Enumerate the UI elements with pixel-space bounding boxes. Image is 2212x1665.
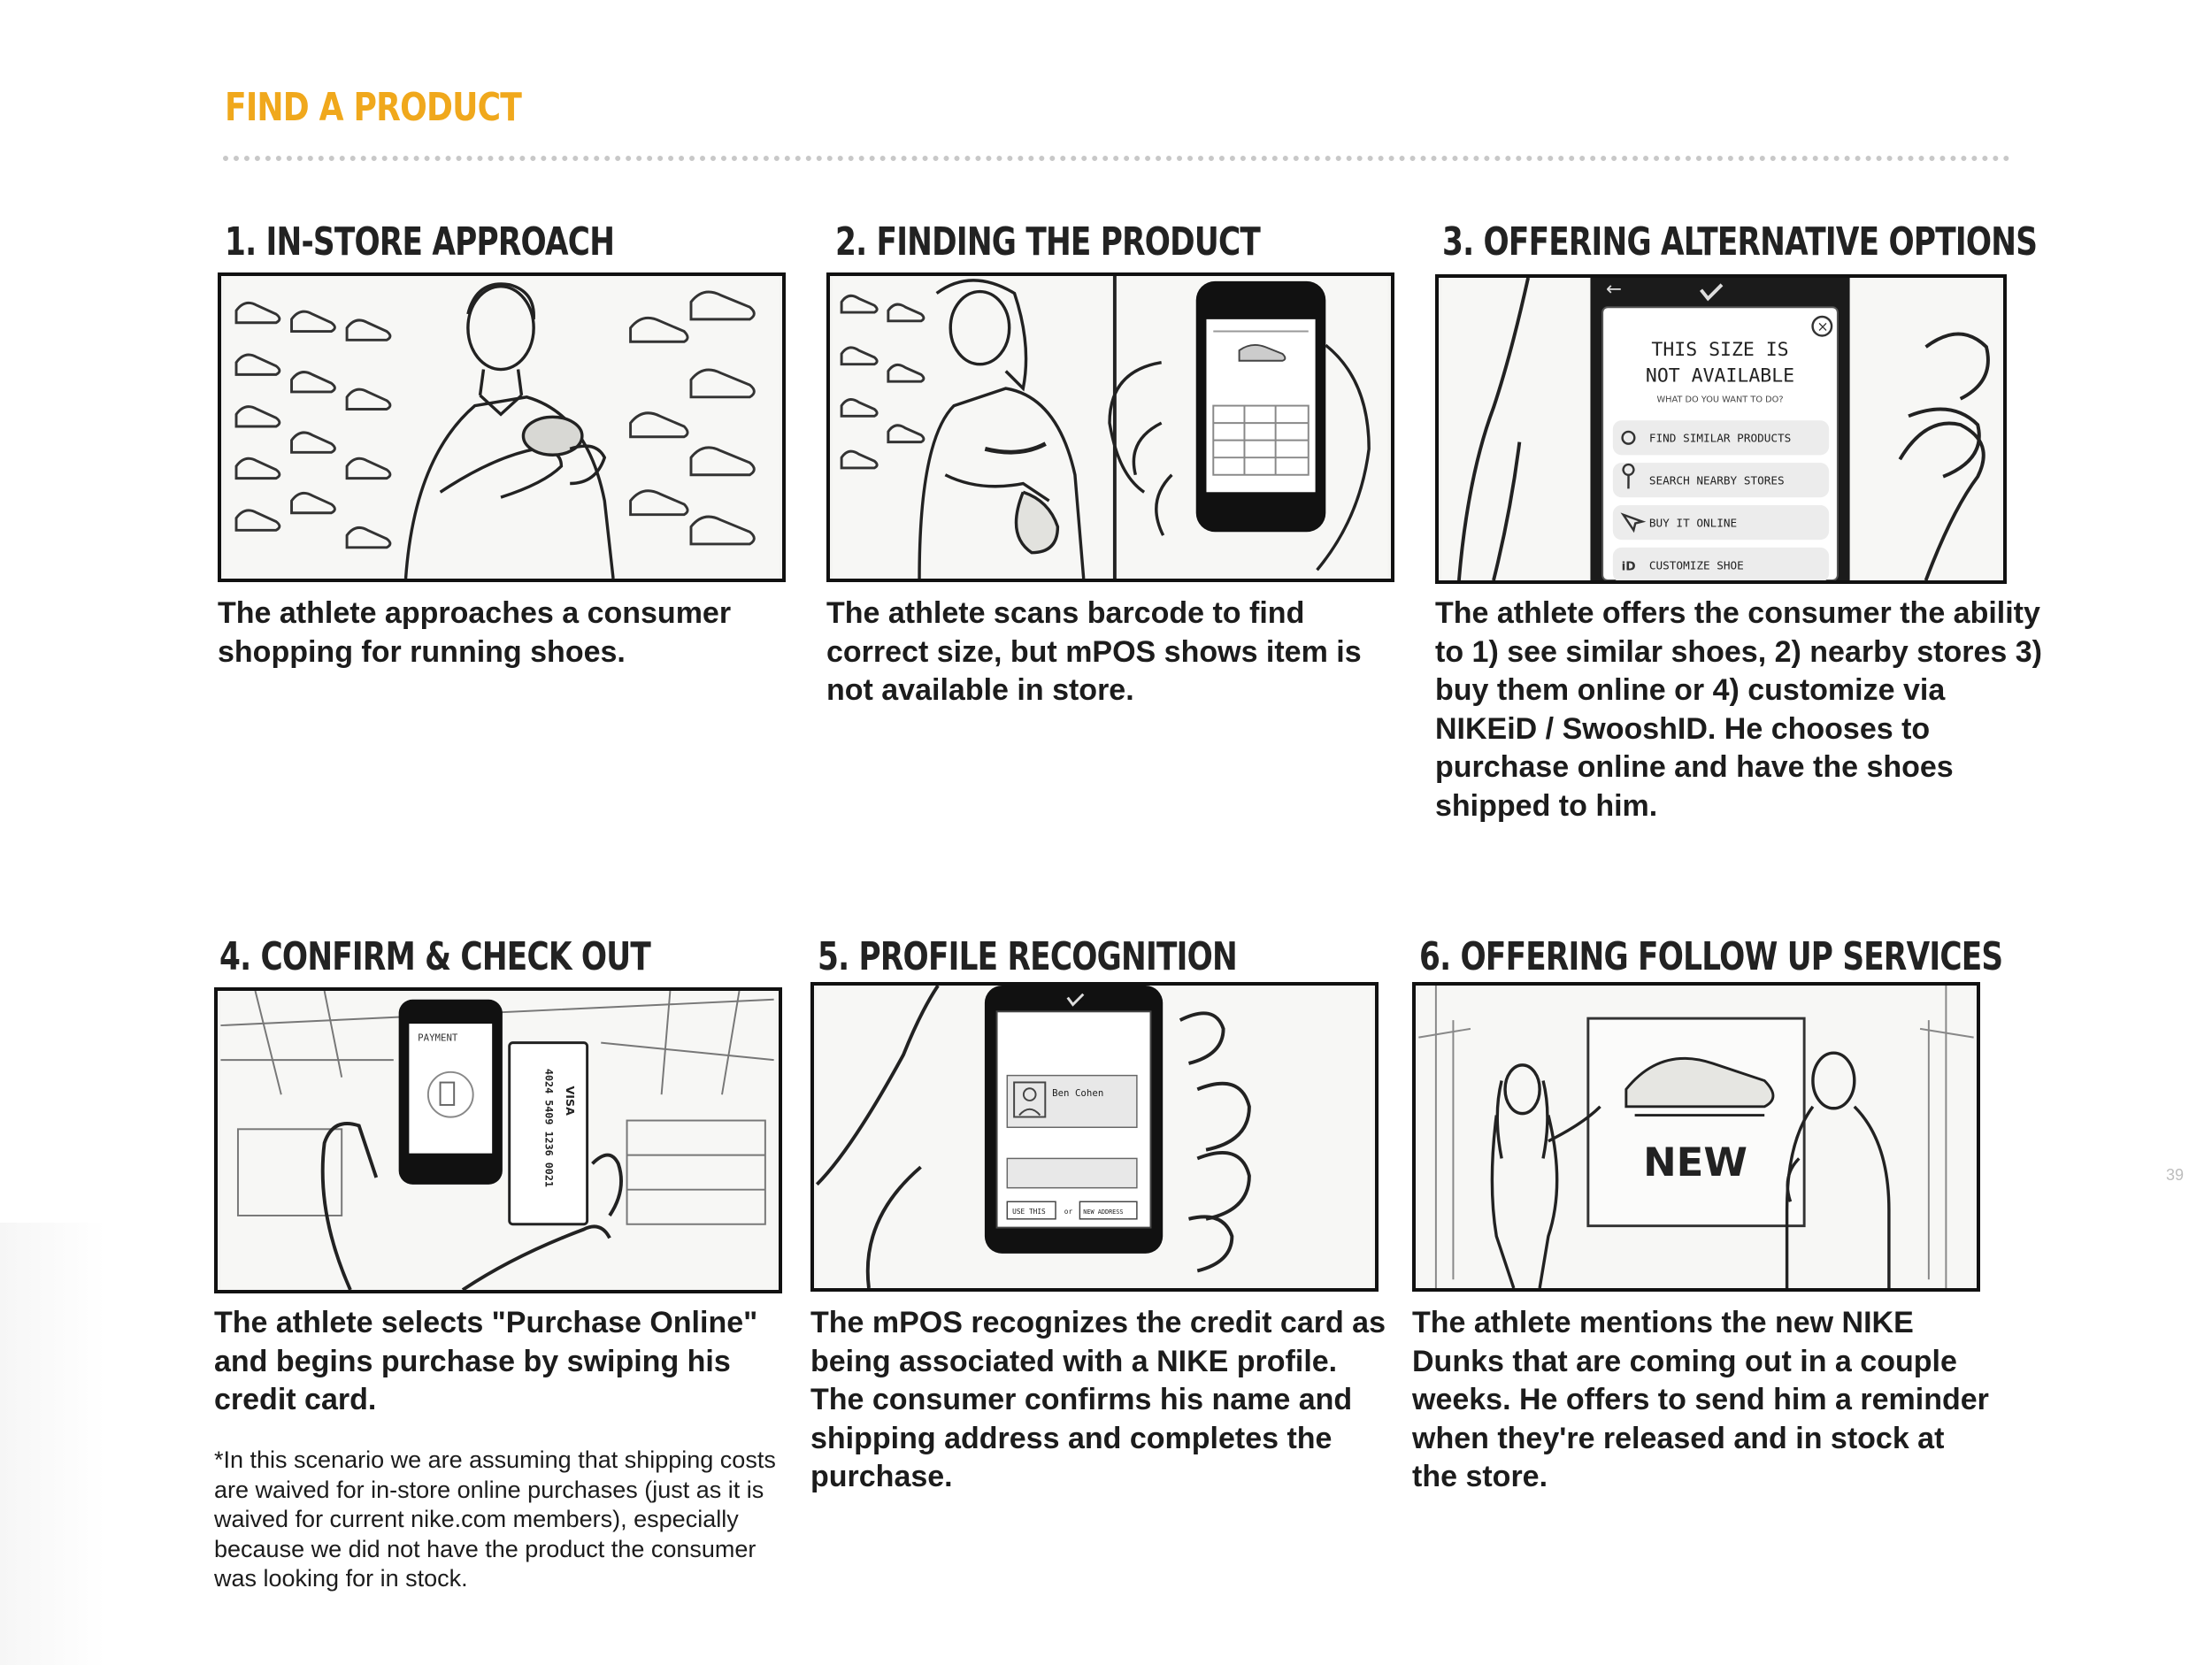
option-customize[interactable]: iD CUSTOMIZE SHOE: [1612, 547, 1830, 580]
panel-3-title: 3. OFFERING ALTERNATIVE OPTIONS: [1442, 219, 2038, 265]
svg-text:NEW ADDRESS: NEW ADDRESS: [1083, 1208, 1123, 1216]
in-store-approach-illustration: [224, 276, 780, 579]
search-icon: [1621, 430, 1636, 445]
card-brand: VISA: [564, 1086, 577, 1116]
unavailable-heading-1: THIS SIZE IS: [1651, 339, 1788, 361]
svg-text:FIND SIMILAR PRODUCTS: FIND SIMILAR PRODUCTS: [1649, 432, 1791, 445]
panel-1-sketch: [218, 272, 786, 582]
use-this-button[interactable]: USE THIS: [1006, 1201, 1056, 1220]
new-address-button[interactable]: NEW ADDRESS: [1079, 1201, 1138, 1220]
id-icon: iD: [1622, 559, 1636, 573]
svg-text:×: ×: [1816, 318, 1828, 335]
svg-text:USE THIS: USE THIS: [1012, 1208, 1046, 1216]
title-divider: [223, 156, 2010, 161]
panel-4-sketch: VISA 4024 5409 1236 0021 PAYMENT: [214, 987, 782, 1293]
svg-text:←: ←: [1606, 279, 1622, 301]
panel-4-caption: The athlete selects "Purchase Online" an…: [214, 1306, 758, 1416]
svg-text:SEARCH NEARBY STORES: SEARCH NEARBY STORES: [1649, 474, 1785, 487]
option-buy-online[interactable]: BUY IT ONLINE: [1612, 504, 1830, 541]
option-find-similar[interactable]: FIND SIMILAR PRODUCTS: [1612, 420, 1830, 456]
location-pin-icon: [1622, 463, 1635, 489]
panel-4-title: 4. CONFIRM & CHECK OUT: [219, 934, 651, 979]
panel-1-title: 1. IN-STORE APPROACH: [225, 219, 615, 265]
panel-2-caption: The athlete scans barcode to find correc…: [826, 596, 1362, 707]
panel-1-caption: The athlete approaches a consumer shoppi…: [218, 596, 732, 669]
svg-text:BUY IT ONLINE: BUY IT ONLINE: [1649, 516, 1737, 529]
options-prompt: WHAT DO YOU WANT TO DO?: [1657, 395, 1784, 405]
panel-5-title: 5. PROFILE RECOGNITION: [818, 934, 1238, 979]
profile-name: Ben Cohen: [1052, 1087, 1103, 1099]
poster-label: NEW: [1643, 1139, 1747, 1185]
button-separator: or: [1064, 1208, 1073, 1216]
margin-shade: [0, 1223, 106, 1665]
panel-6-title: 6. OFFERING FOLLOW UP SERVICES: [1419, 934, 2003, 979]
panel-5-caption: The mPOS recognizes the credit card as b…: [810, 1306, 1386, 1493]
svg-text:CUSTOMIZE SHOE: CUSTOMIZE SHOE: [1649, 558, 1744, 572]
checkout-illustration: VISA 4024 5409 1236 0021 PAYMENT: [220, 991, 776, 1290]
follow-up-services-illustration: NEW: [1418, 986, 1974, 1288]
panel-4-footnote: *In this scenario we are assuming that s…: [214, 1446, 776, 1592]
panel-2-title: 2. FINDING THE PRODUCT: [835, 219, 1261, 265]
panel-6-caption: The athlete mentions the new NIKE Dunks …: [1412, 1306, 1989, 1493]
profile-recognition-illustration: Ben Cohen USE THIS or NEW ADDRESS: [815, 986, 1372, 1288]
page-title: FIND A PRODUCT: [225, 85, 522, 130]
finding-product-illustration: [833, 276, 1388, 579]
card-number: 4024 5409 1236 0021: [543, 1069, 556, 1187]
cursor-icon: [1620, 512, 1647, 533]
panel-3-sketch: ← × THIS SIZE IS NOT AVAILABLE WHAT DO Y…: [1435, 274, 2007, 584]
page-number: 39: [2166, 1166, 2185, 1184]
screen-label: PAYMENT: [418, 1032, 458, 1044]
alternative-options-illustration: ← × THIS SIZE IS NOT AVAILABLE WHAT DO Y…: [1441, 278, 2001, 580]
new-product-poster: [1586, 1017, 1806, 1228]
panel-2-sketch: [826, 272, 1394, 582]
unavailable-heading-2: NOT AVAILABLE: [1646, 364, 1794, 387]
panel-3-caption: The athlete offers the consumer the abil…: [1435, 596, 2042, 823]
panel-6-sketch: NEW: [1412, 982, 1980, 1292]
option-search-stores[interactable]: SEARCH NEARBY STORES: [1612, 463, 1830, 498]
panel-5-sketch: Ben Cohen USE THIS or NEW ADDRESS: [810, 982, 1379, 1292]
